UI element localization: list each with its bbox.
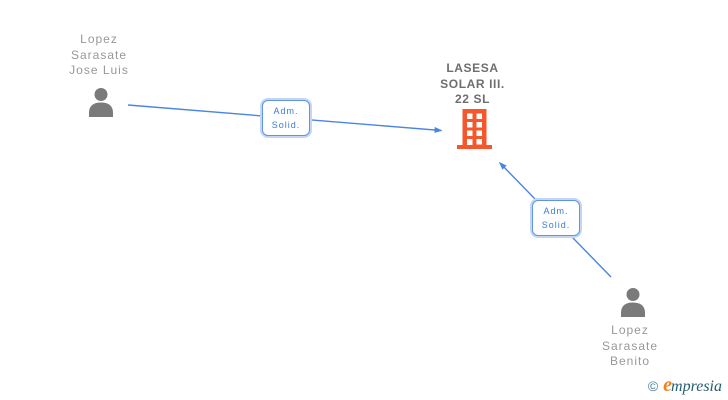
logo-initial: e (663, 374, 672, 396)
edge2-label: Adm. Solid. (532, 200, 580, 236)
empresia-watermark[interactable]: © empresia (648, 374, 722, 397)
edge1-label: Adm. Solid. (262, 100, 310, 136)
company-building-icon[interactable] (457, 109, 492, 149)
empresia-logo: empresia (663, 374, 722, 397)
person2-name[interactable]: Lopez Sarasate Benito (601, 323, 659, 368)
person2-icon[interactable] (619, 287, 647, 317)
person1-name[interactable]: Lopez Sarasate Jose Luis (69, 32, 129, 77)
copyright-icon: © (647, 378, 659, 394)
company-name[interactable]: LASESA SOLAR III. 22 SL (440, 61, 505, 106)
logo-rest: mpresia (671, 378, 722, 395)
person1-icon[interactable] (87, 87, 115, 117)
